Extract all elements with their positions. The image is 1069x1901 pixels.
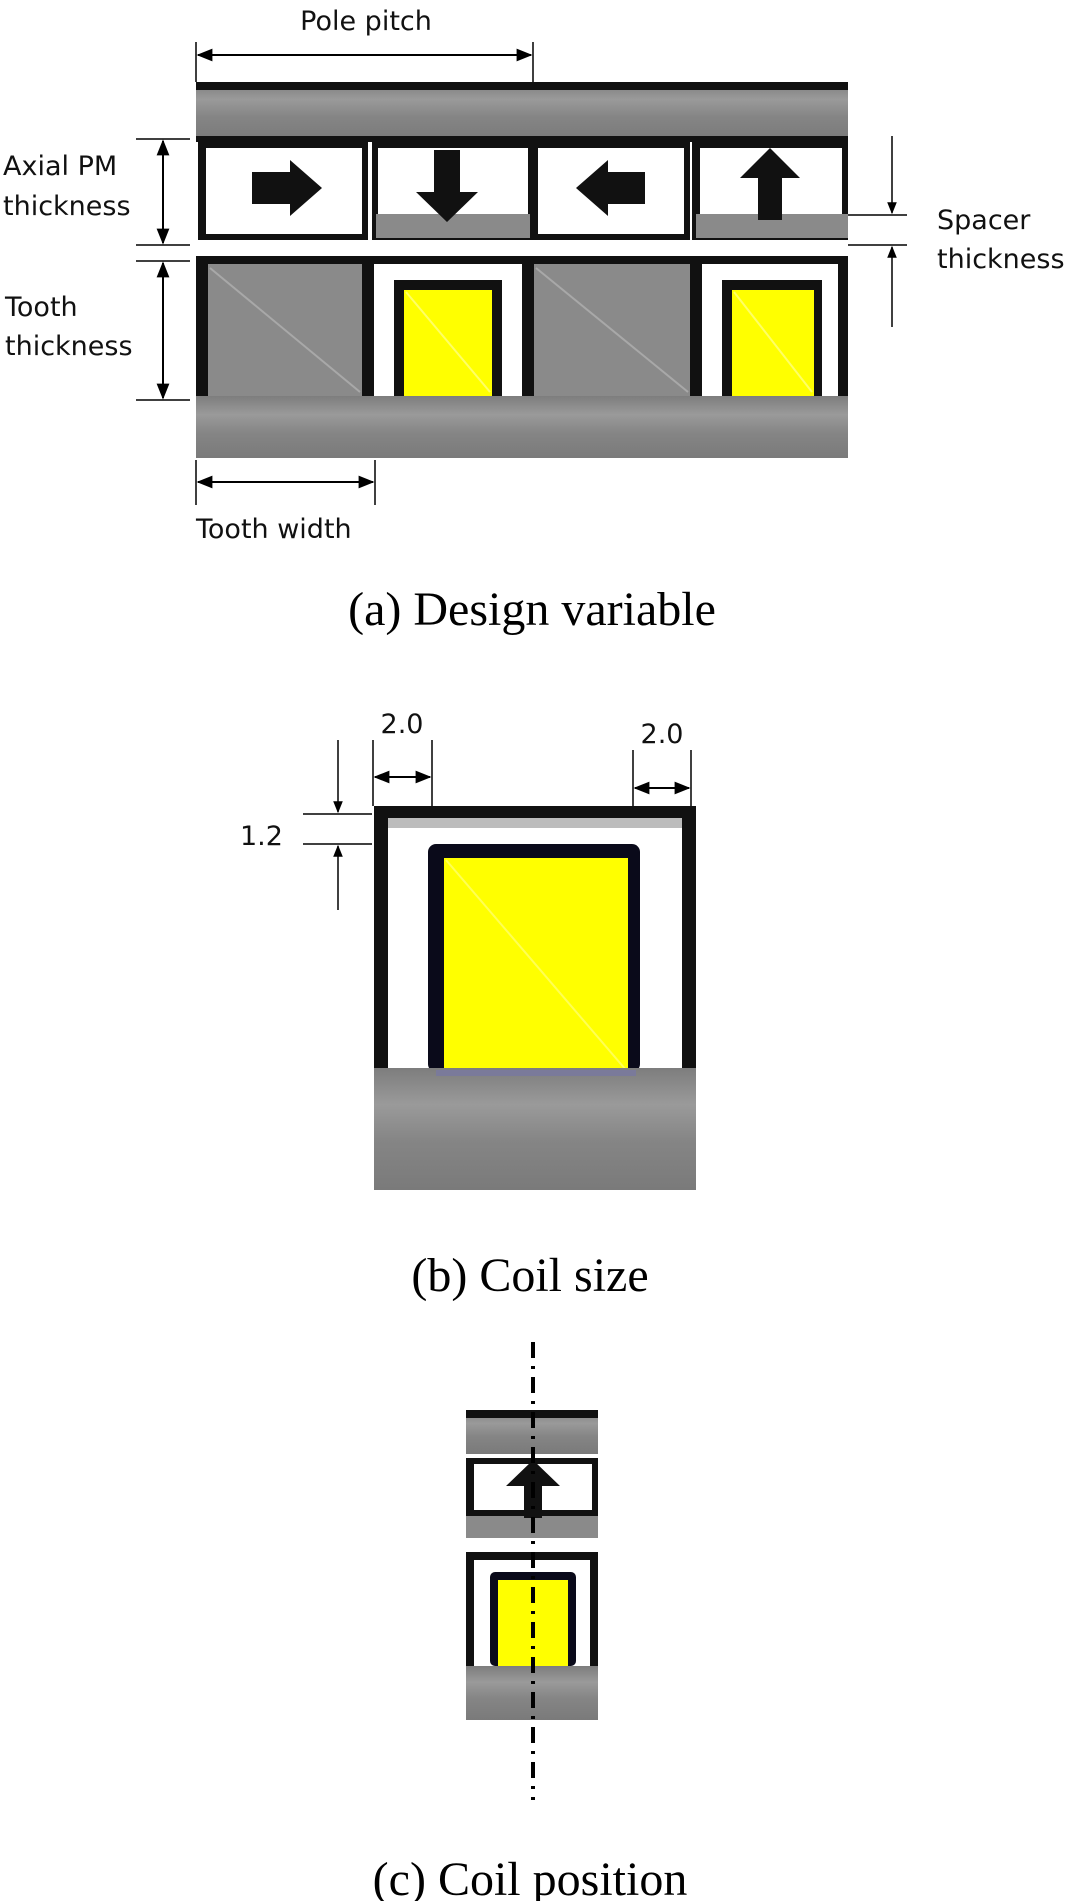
design-variable-diagram: Pole pitch: [3, 6, 1065, 636]
caption-a: (a) Design variable: [348, 583, 716, 636]
caption-c: (c) Coil position: [373, 1853, 688, 1901]
right-width-value: 2.0: [641, 719, 684, 750]
coil-size-diagram: 2.0 2.0 1.2 (b) Coil size: [240, 709, 696, 1302]
top-back-iron: [196, 82, 848, 140]
axial-pm-label-line1: Axial PM: [3, 151, 117, 182]
caption-b: (b) Coil size: [411, 1249, 648, 1302]
arrow-left-icon: [576, 160, 645, 216]
left-width-value: 2.0: [381, 709, 424, 740]
arrow-down-icon: [416, 150, 478, 222]
arrow-up-icon: [740, 148, 800, 220]
back-iron: [374, 1068, 696, 1190]
pole-pitch-label: Pole pitch: [300, 6, 432, 37]
axial-pm-label-line2: thickness: [3, 191, 131, 222]
spacer-thickness-label-line1: Spacer: [937, 205, 1031, 236]
coil-position-diagram: (c) Coil position: [373, 1342, 688, 1901]
bottom-back-iron: [196, 396, 848, 458]
tooth: [208, 264, 368, 396]
arrow-right-icon: [252, 160, 322, 216]
tooth-width-label: Tooth width: [195, 514, 352, 545]
tooth-thickness-label-line2: thickness: [5, 331, 133, 362]
magnet-row: [198, 142, 848, 240]
tooth-thickness-label-line1: Tooth: [4, 292, 78, 323]
stator: [196, 264, 848, 396]
spacer-thickness-label-line2: thickness: [937, 244, 1065, 275]
top-thickness-value: 1.2: [240, 821, 283, 852]
